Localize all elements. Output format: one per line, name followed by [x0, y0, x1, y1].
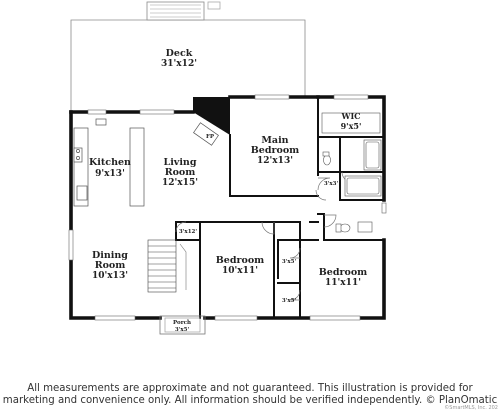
main-bedroom-dim: 12'x13': [257, 156, 293, 166]
deck-label: Deck: [166, 48, 193, 59]
dining-dim: 10'x13': [92, 271, 128, 281]
bedroom2-dim: 10'x11': [222, 266, 258, 276]
dining-label-2: Room: [95, 260, 126, 271]
living-label-1: Living: [164, 157, 197, 168]
closet-hall-label: 3'x12': [179, 229, 197, 235]
closet-low-label: 3'x5': [282, 298, 297, 304]
porch-dim: 3'x5': [175, 327, 190, 333]
copyright-text: ©SmartMLS, Inc. 202: [444, 405, 498, 411]
wic-label: WIC: [340, 111, 360, 121]
living-dim: 12'x15': [162, 178, 198, 188]
deck-outline: [70, 1, 306, 112]
kitchen-dim: 9'x13': [95, 169, 125, 179]
hearth: [193, 122, 219, 146]
bedroom2-label: Bedroom: [216, 255, 264, 266]
wic-shelf: [321, 112, 381, 134]
porch-label: Porch: [173, 320, 191, 326]
bedroom3-label: Bedroom: [319, 267, 367, 278]
kitchen-counters: [73, 118, 145, 207]
main-bedroom-label-1: Main: [261, 135, 288, 146]
interior-stairs: [147, 239, 187, 293]
dining-label-1: Dining: [92, 250, 128, 261]
interior-walls: [175, 96, 385, 319]
fp-label: FP: [206, 134, 214, 140]
kitchen-label: Kitchen: [89, 157, 131, 168]
deck-stairs: [150, 4, 201, 18]
bedroom3-dim: 11'x11': [325, 278, 361, 288]
closet-mid-label: 3'x5': [282, 259, 297, 265]
disclaimer-line-2: marketing and convenience only. All info…: [2, 395, 498, 406]
windows: [68, 94, 387, 321]
wic-dim: 9'x5': [341, 121, 362, 131]
deck-dim: 31'x12': [161, 59, 197, 69]
closet-bath-label: 3'x3': [324, 181, 339, 187]
living-label-2: Room: [165, 167, 196, 178]
porch: [159, 315, 206, 335]
bath-fixtures: [322, 139, 382, 233]
fireplace: [193, 97, 230, 135]
main-bedroom-label-2: Bedroom: [251, 145, 299, 156]
disclaimer-line-1: All measurements are approximate and not…: [27, 383, 473, 394]
